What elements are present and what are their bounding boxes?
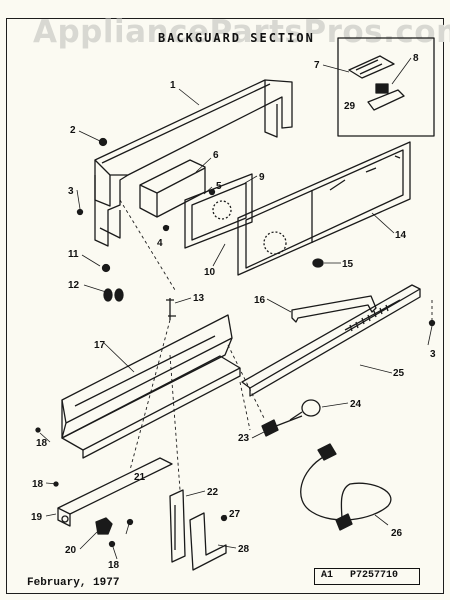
callout-24: 24 [350,399,362,410]
part-angle-bracket [189,512,227,571]
callout-16: 16 [254,295,266,306]
callout-8: 8 [413,53,419,64]
watermark: AppliancePartsPros.com [33,14,450,50]
document-number-box [314,568,420,585]
part-lamp [289,399,321,421]
part-glass-panel [237,141,411,276]
fasteners [35,137,436,548]
callout-29: 29 [344,101,356,112]
part-duct [139,159,206,218]
footer-date: February, 1977 [27,577,120,589]
part-switch [95,517,113,535]
callout-27: 27 [229,509,241,520]
callout-numbers: 1 2 3 3 4 5 6 7 8 9 10 11 12 13 14 15 16… [31,53,436,571]
callout-5: 5 [216,181,222,192]
callout-10: 10 [204,267,216,278]
part-backguard-panel [94,79,293,207]
callout-28: 28 [238,544,250,555]
part-control-strip [241,284,421,397]
part-lamp-socket [261,415,303,437]
callout-3-right: 3 [430,349,436,360]
callout-12: 12 [68,280,80,291]
document-number: P7257710 [350,570,399,581]
callout-21: 21 [134,472,146,483]
callout-2: 2 [70,125,76,136]
part-knob [312,258,324,268]
callout-23: 23 [238,433,250,444]
part-backguard-side [94,174,129,247]
callout-22: 22 [207,487,219,498]
part-base-bracket [57,457,173,527]
callout-18-middle: 18 [32,479,44,490]
callout-17: 17 [94,340,106,351]
callout-11: 11 [68,249,79,260]
callout-26: 26 [391,528,403,539]
callout-20: 20 [65,545,77,556]
part-power-cord [300,443,392,531]
callout-19: 19 [31,512,43,523]
part-front-panel [61,314,233,439]
callout-7: 7 [314,60,320,71]
part-handle [291,295,377,323]
document-ref: A1 [321,570,334,581]
callout-18-upper: 18 [36,438,48,449]
diagram-frame [6,18,444,594]
callout-13: 13 [193,293,205,304]
part-clock-frame [184,173,253,249]
inset-box [337,37,435,137]
assembly-guides [119,199,433,491]
section-title: BACKGUARD SECTION [158,31,315,45]
callout-1: 1 [170,80,176,91]
part-lower-bracket [61,355,241,459]
part-clip [166,298,176,320]
callout-14: 14 [395,230,407,241]
callout-15: 15 [342,259,354,270]
callout-3-upper: 3 [68,186,74,197]
callout-25: 25 [393,368,405,379]
leader-lines [39,57,433,560]
callout-4: 4 [157,238,163,249]
callout-6: 6 [213,150,219,161]
callout-9: 9 [259,172,265,183]
callout-18-lower: 18 [108,560,120,571]
part-vertical-bracket [169,489,186,563]
